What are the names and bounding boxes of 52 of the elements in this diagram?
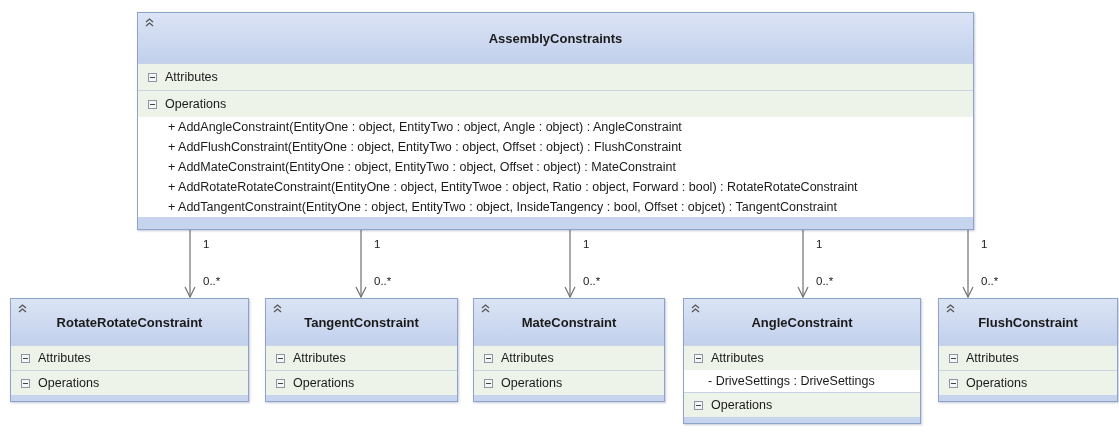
compartment: [474, 370, 664, 395]
compartment: [138, 63, 973, 90]
compartment: [939, 345, 1117, 370]
compartment: [266, 370, 457, 395]
class-name: RotateRotateConstraint: [56, 314, 203, 330]
compartment-heading: Operations: [38, 376, 100, 390]
class-box: [10, 298, 249, 402]
multiplicity-label: 0..*: [374, 275, 392, 287]
member-text: - DriveSettings : DriveSettings: [708, 374, 875, 388]
multiplicity-label: 0..*: [203, 275, 221, 287]
compartment-heading: Attributes: [711, 351, 764, 365]
compartment-heading: Attributes: [165, 70, 218, 84]
member-text: + AddMateConstraint(EntityOne : object, EntityTwo : object, Offset : object) : MateConstraint: [168, 160, 676, 174]
compartment: [684, 345, 920, 392]
class-name: AngleConstraint: [751, 314, 853, 330]
class-name: AssemblyConstraints: [488, 30, 623, 46]
compartment-heading: Operations: [966, 376, 1028, 390]
compartment-heading: Attributes: [293, 351, 346, 365]
class-name: FlushConstraint: [978, 314, 1078, 330]
member-text: + AddFlushConstraint(EntityOne : object, EntityTwo : object, Offset : object) : FlushConstraint: [168, 140, 682, 154]
compartment-heading: Operations: [711, 398, 773, 412]
compartment: [11, 345, 248, 370]
multiplicity-label: 1: [203, 238, 210, 250]
compartment: [266, 345, 457, 370]
compartment-heading: Operations: [293, 376, 355, 390]
member-text: + AddRotateRotateConstraint(EntityOne : object, EntityTwoe : object, Ratio : object, Forward : bool) : RotateRotateConstraint: [168, 180, 858, 194]
compartment-heading: Attributes: [501, 351, 554, 365]
class-box: [683, 298, 921, 424]
compartment: [138, 90, 973, 217]
multiplicity-label: 0..*: [583, 275, 601, 287]
class-name: TangentConstraint: [304, 314, 419, 330]
multiplicity-label: 0..*: [981, 275, 999, 287]
compartment: [474, 345, 664, 370]
multiplicity-label: 1: [981, 238, 988, 250]
class-name: MateConstraint: [521, 314, 617, 330]
class-box: [473, 298, 665, 402]
class-box: [938, 298, 1118, 402]
multiplicity-label: 1: [583, 238, 590, 250]
compartment: [11, 370, 248, 395]
compartment: [684, 392, 920, 417]
multiplicity-label: 0..*: [816, 275, 834, 287]
member-text: + AddAngleConstraint(EntityOne : object, EntityTwo : object, Angle : object) : AngleConstraint: [168, 120, 682, 134]
compartment-heading: Attributes: [38, 351, 91, 365]
member-text: + AddTangentConstraint(EntityOne : object, EntityTwo : object, InsideTangency : bool, Offset : objcet) : TangentConstraint: [168, 200, 838, 214]
multiplicity-label: 1: [816, 238, 823, 250]
compartment-heading: Attributes: [966, 351, 1019, 365]
compartment: [939, 370, 1117, 395]
class-box: [265, 298, 458, 402]
class-box: [137, 12, 974, 230]
compartment-heading: Operations: [501, 376, 563, 390]
multiplicity-label: 1: [374, 238, 381, 250]
compartment-heading: Operations: [165, 97, 227, 111]
